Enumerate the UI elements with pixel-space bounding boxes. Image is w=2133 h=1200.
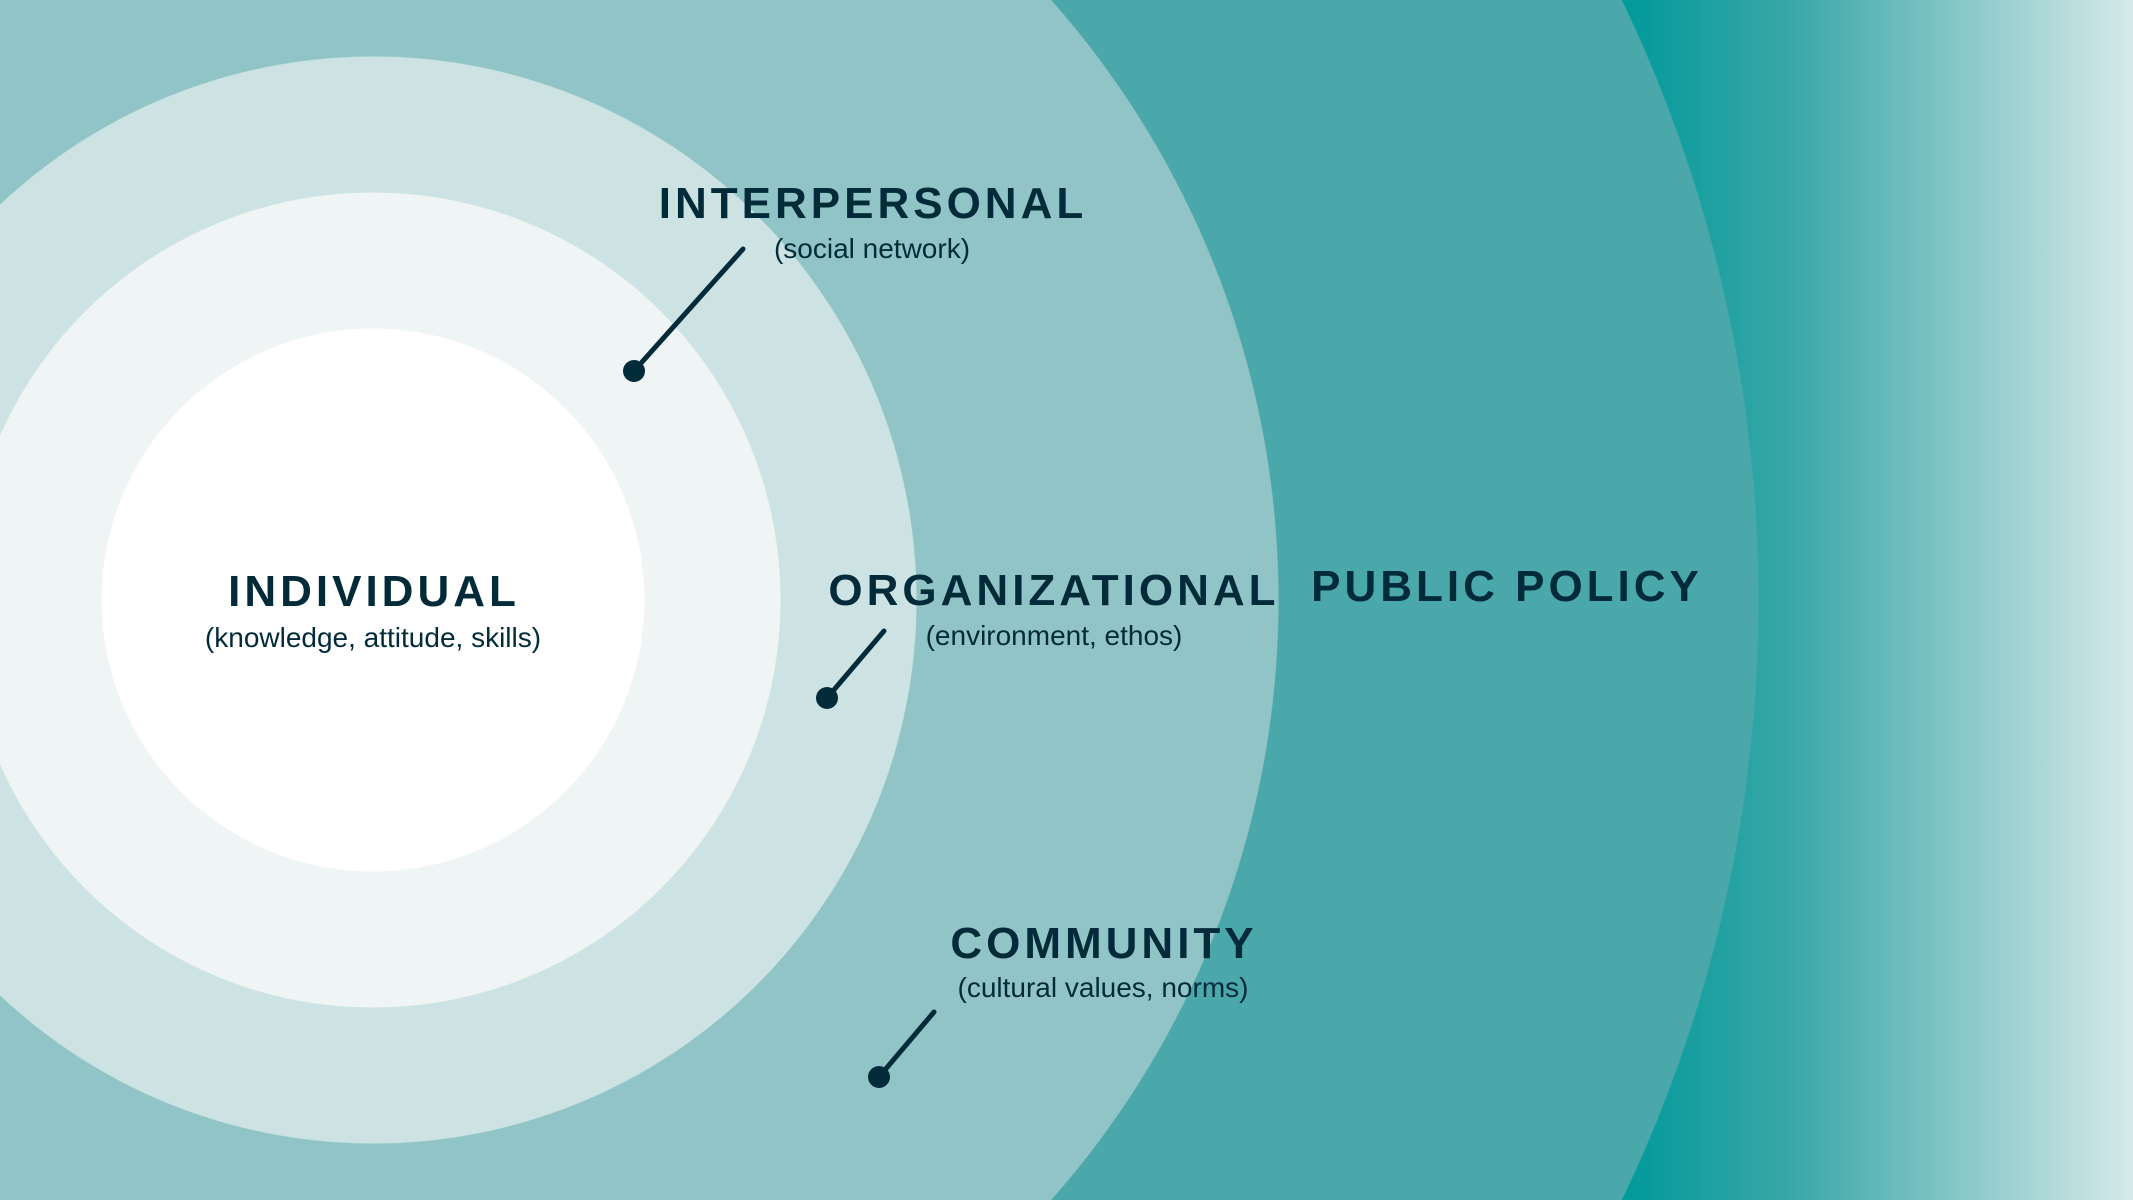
public-policy-label: PUBLIC POLICY bbox=[1311, 562, 1703, 611]
interpersonal-label: INTERPERSONAL bbox=[659, 179, 1087, 228]
community-pointer-dot bbox=[868, 1066, 890, 1088]
community-subtitle: (cultural values, norms) bbox=[958, 972, 1249, 1003]
organizational-pointer-line bbox=[824, 628, 887, 701]
interpersonal-pointer-line bbox=[631, 246, 746, 374]
organizational-subtitle: (environment, ethos) bbox=[926, 620, 1183, 651]
individual-label: INDIVIDUAL bbox=[228, 567, 520, 616]
community-pointer-line bbox=[876, 1009, 937, 1080]
interpersonal-subtitle: (social network) bbox=[774, 233, 970, 264]
interpersonal-pointer-dot bbox=[623, 360, 645, 382]
organizational-pointer-dot bbox=[816, 687, 838, 709]
organizational-label: ORGANIZATIONAL bbox=[828, 566, 1279, 615]
community-label: COMMUNITY bbox=[950, 919, 1257, 968]
individual-subtitle: (knowledge, attitude, skills) bbox=[205, 622, 541, 653]
